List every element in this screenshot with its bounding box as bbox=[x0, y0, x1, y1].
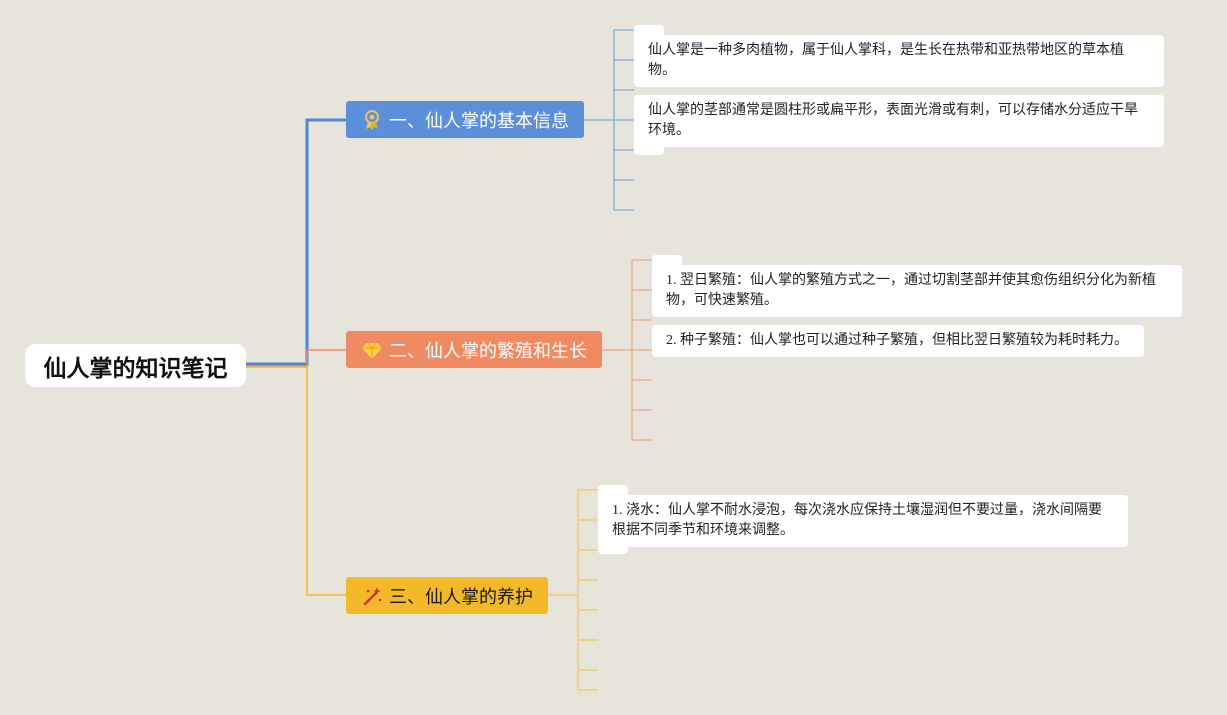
root-title: 仙人掌的知识笔记 bbox=[43, 355, 228, 382]
note-text: 仙人掌是一种多肉植物，属于仙人掌科，是生长在热带和亚热带地区的草本植物。 bbox=[648, 43, 1124, 78]
magic-wand-icon bbox=[361, 585, 383, 607]
award-ribbon-icon bbox=[361, 109, 383, 131]
branch-propagation-growth[interactable]: 二、仙人掌的繁殖和生长 bbox=[346, 331, 602, 368]
note-text: 2. 种子繁殖：仙人掌也可以通过种子繁殖，但相比翌日繁殖较为耗时耗力。 bbox=[666, 333, 1128, 348]
diamond-icon bbox=[361, 339, 383, 361]
connector-root-branch-3 bbox=[246, 366, 346, 596]
connector-rake-branch-2 bbox=[602, 259, 652, 441]
subtopic-note[interactable]: 1. 浇水：仙人掌不耐水浸泡，每次浇水应保持土壤湿润但不要过量，浇水间隔要根据不… bbox=[598, 495, 1128, 547]
subtopic-note[interactable]: 仙人掌的茎部通常是圆柱形或扁平形，表面光滑或有刺，可以存储水分适应干旱环境。 bbox=[634, 95, 1164, 147]
connector-root-branch-1 bbox=[246, 118, 346, 366]
connector-rake-branch-1 bbox=[584, 29, 634, 211]
branch-basic-info[interactable]: 一、仙人掌的基本信息 bbox=[346, 101, 584, 138]
root-topic[interactable]: 仙人掌的知识笔记 bbox=[25, 344, 246, 387]
branch-label: 三、仙人掌的养护 bbox=[389, 586, 533, 608]
connector-rake-branch-3 bbox=[548, 489, 598, 691]
note-text: 仙人掌的茎部通常是圆柱形或扁平形，表面光滑或有刺，可以存储水分适应干旱环境。 bbox=[648, 103, 1138, 138]
branch-care[interactable]: 三、仙人掌的养护 bbox=[346, 577, 548, 614]
connector-root-branch-2 bbox=[246, 349, 346, 367]
subtopic-note[interactable]: 2. 种子繁殖：仙人掌也可以通过种子繁殖，但相比翌日繁殖较为耗时耗力。 bbox=[652, 325, 1144, 357]
note-text: 1. 翌日繁殖：仙人掌的繁殖方式之一，通过切割茎部并使其愈伤组织分化为新植物，可… bbox=[666, 273, 1156, 308]
branch-label: 二、仙人掌的繁殖和生长 bbox=[389, 340, 587, 362]
subtopic-note[interactable]: 1. 翌日繁殖：仙人掌的繁殖方式之一，通过切割茎部并使其愈伤组织分化为新植物，可… bbox=[652, 265, 1182, 317]
subtopic-note[interactable]: 仙人掌是一种多肉植物，属于仙人掌科，是生长在热带和亚热带地区的草本植物。 bbox=[634, 35, 1164, 87]
branch-label: 一、仙人掌的基本信息 bbox=[389, 110, 569, 132]
note-text: 1. 浇水：仙人掌不耐水浸泡，每次浇水应保持土壤湿润但不要过量，浇水间隔要根据不… bbox=[612, 503, 1102, 538]
